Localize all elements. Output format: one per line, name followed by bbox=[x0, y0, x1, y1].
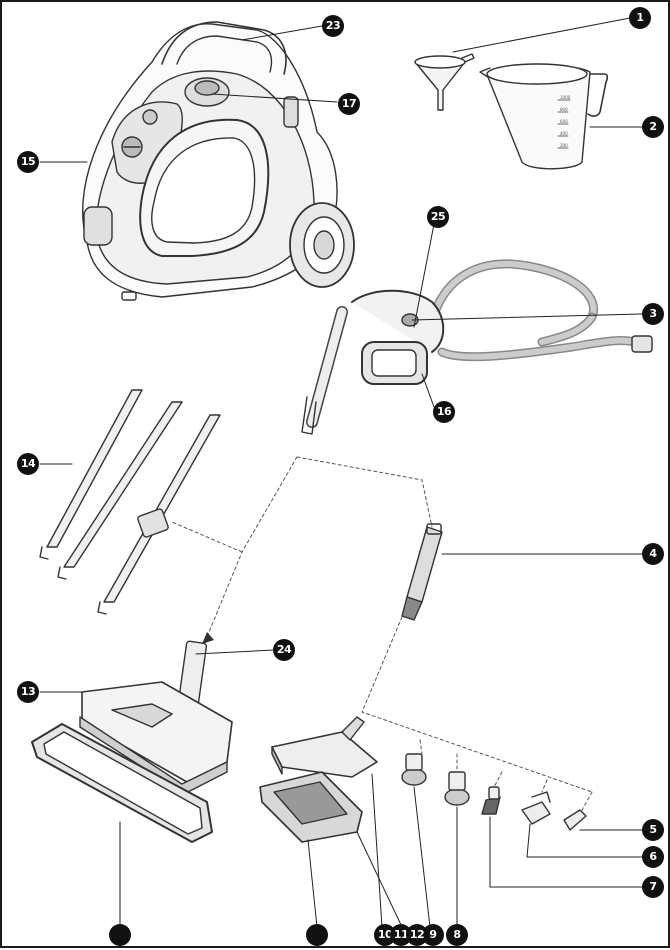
callout-4: 4 bbox=[642, 543, 664, 565]
callout-14: 14 bbox=[17, 453, 39, 475]
callout-15: 15 bbox=[17, 151, 39, 173]
callout-6: 6 bbox=[642, 846, 664, 868]
callout-7: 7 bbox=[642, 876, 664, 898]
callout-leader-lines bbox=[39, 17, 646, 928]
extension-tubes bbox=[39, 389, 221, 615]
nozzle-attachments bbox=[401, 753, 587, 831]
callout-1: 1 bbox=[629, 7, 651, 29]
callout-17: 17 bbox=[338, 93, 360, 115]
callout-24: 24 bbox=[273, 639, 295, 661]
jug-scale-mark: 400 bbox=[560, 131, 568, 136]
callout-13: 13 bbox=[17, 681, 39, 703]
jug-scale-mark: 1000 bbox=[560, 95, 571, 100]
window-cleaner bbox=[259, 716, 378, 843]
funnel bbox=[414, 53, 475, 111]
hand-tool-extension bbox=[401, 523, 443, 621]
callout-23: 23 bbox=[322, 15, 344, 37]
callout-cloth bbox=[109, 924, 131, 946]
callout-2: 2 bbox=[642, 116, 664, 138]
assembly-guide-lines bbox=[171, 456, 593, 811]
assembly-arrowhead bbox=[202, 632, 214, 644]
floor-head bbox=[79, 640, 233, 795]
callout-pad bbox=[306, 924, 328, 946]
callout-9: 9 bbox=[422, 924, 444, 946]
callout-12: 12 bbox=[406, 924, 428, 946]
steam-hose-handgrip bbox=[301, 259, 653, 435]
callout-3: 3 bbox=[642, 303, 664, 325]
jug-scale-mark: 600 bbox=[560, 119, 568, 124]
floor-cloth bbox=[31, 723, 213, 843]
jug-scale-mark: 800 bbox=[560, 107, 568, 112]
callout-16: 16 bbox=[433, 401, 455, 423]
jug-scale-mark: 200 bbox=[560, 143, 568, 148]
steam-cleaner-body bbox=[82, 21, 355, 301]
callout-5: 5 bbox=[642, 819, 664, 841]
callout-25: 25 bbox=[427, 206, 449, 228]
measuring-jug bbox=[479, 63, 609, 170]
callout-8: 8 bbox=[446, 924, 468, 946]
